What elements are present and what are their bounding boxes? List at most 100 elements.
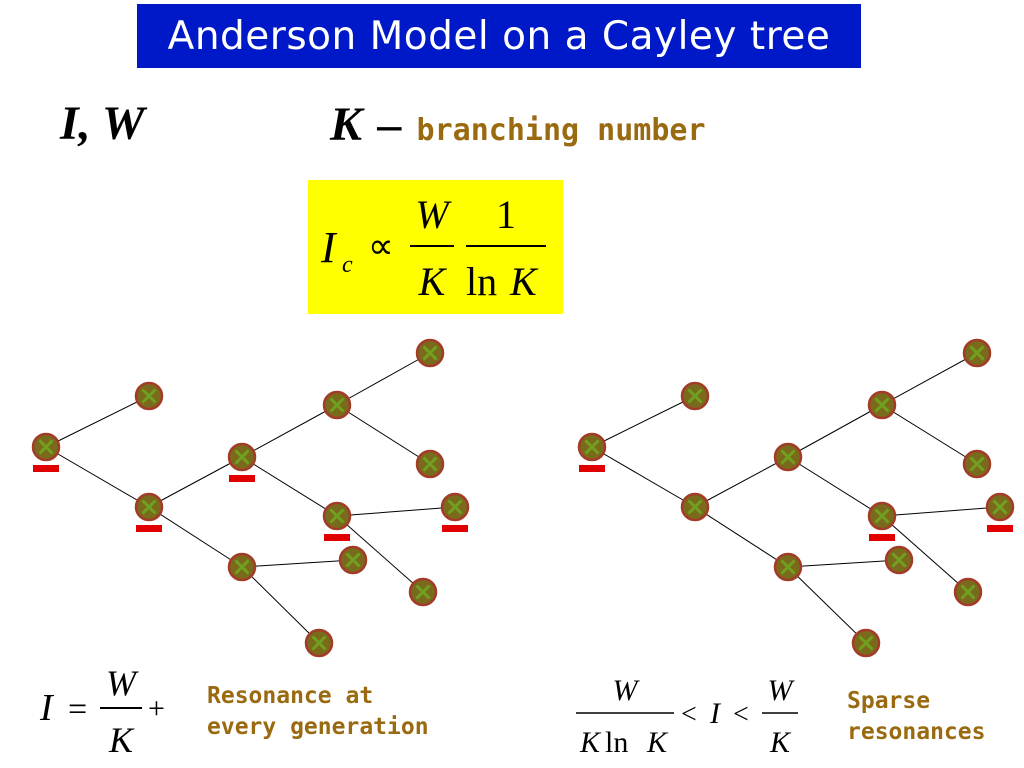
formula-frac1-numerator: W [415, 192, 452, 237]
right-formula-numerator-1: W [613, 674, 641, 707]
tree-edge [591, 446, 696, 508]
crossed-circle-icon [773, 552, 803, 582]
crossed-circle-icon [322, 390, 352, 420]
tree-edge [45, 395, 150, 448]
crossed-circle-icon [134, 492, 164, 522]
tree-edge [881, 515, 969, 593]
tree-edge [881, 404, 978, 465]
resonance-mark [229, 475, 255, 482]
crossed-circle-icon [322, 501, 352, 531]
k-symbol: K [330, 98, 363, 151]
right-formula-less-than-2: < [733, 699, 749, 730]
right-caption-line-1: Sparse [847, 688, 931, 714]
right-formula-denominator-k: K [579, 726, 602, 759]
right-formula-middle: I [709, 697, 722, 730]
slide-title: Anderson Model on a Cayley tree [167, 13, 831, 59]
resonance-mark [136, 525, 162, 532]
tree-edge [241, 559, 354, 568]
crossed-circle-icon [304, 628, 334, 658]
formula-lhs: I [320, 223, 338, 272]
tree-edge [787, 559, 900, 568]
left-tree-edges [45, 352, 456, 644]
tree-edge [336, 506, 456, 517]
crossed-circle-icon [227, 552, 257, 582]
tree-edge [148, 456, 243, 508]
tree-edge [241, 404, 338, 458]
tree-edge [336, 515, 424, 593]
resonance-mark [869, 534, 895, 541]
critical-coupling-formula: I c ∝ W K 1 ln K [320, 192, 546, 304]
left-resonance-marks [33, 465, 468, 541]
right-caption-line-2: resonances [847, 719, 986, 745]
tree-edge [787, 566, 867, 644]
tree-edge [148, 506, 243, 568]
tree-edge [591, 395, 696, 448]
formula-frac2-numerator: 1 [496, 192, 516, 237]
right-formula-numerator-2: W [768, 674, 796, 707]
right-resonance-marks [579, 465, 1013, 541]
crossed-circle-icon [577, 432, 607, 462]
left-formula-plus: + [148, 692, 165, 725]
crossed-circle-icon [338, 545, 368, 575]
right-formula: W K ln K < I < W K [576, 674, 798, 759]
crossed-circle-icon [680, 381, 710, 411]
tree-edge [694, 506, 789, 568]
tree-nodes [31, 338, 1015, 658]
formula-frac2-k: K [509, 259, 539, 304]
right-formula-denominator-2: K [769, 726, 792, 759]
crossed-circle-icon [962, 449, 992, 479]
crossed-circle-icon [415, 338, 445, 368]
tree-edge [336, 352, 431, 406]
crossed-circle-icon [440, 492, 470, 522]
left-caption-line-2: every generation [207, 714, 429, 740]
tree-edge [787, 456, 883, 517]
left-formula-equals: = [68, 691, 87, 728]
crossed-circle-icon [884, 545, 914, 575]
tree-edge [881, 352, 978, 406]
left-formula-numerator: W [106, 663, 139, 703]
k-dash: – [377, 98, 402, 151]
left-caption: Resonance at every generation [207, 681, 429, 743]
resonance-mark [442, 525, 468, 532]
crossed-circle-icon [415, 449, 445, 479]
crossed-circle-icon [31, 432, 61, 462]
tree-edge [241, 566, 320, 644]
right-formula-less-than-1: < [681, 699, 697, 730]
right-formula-denominator-ln: ln [605, 726, 628, 759]
crossed-circle-icon [867, 390, 897, 420]
tree-edge [45, 446, 150, 508]
tree-edge [336, 404, 431, 465]
resonance-mark [33, 465, 59, 472]
crossed-circle-icon [680, 492, 710, 522]
tree-edge [694, 456, 789, 508]
crossed-circle-icon [773, 442, 803, 472]
resonance-mark [987, 525, 1013, 532]
formula-lhs-subscript: c [342, 252, 353, 278]
crossed-circle-icon [985, 492, 1015, 522]
left-formula-denominator: K [108, 720, 135, 760]
tree-edge [241, 456, 338, 517]
parameters-label: I, W [60, 97, 145, 150]
formula-frac2-ln: ln [466, 259, 497, 304]
formula-frac1-denominator: K [418, 259, 448, 304]
right-formula-denominator-k2: K [646, 726, 669, 759]
crossed-circle-icon [867, 501, 897, 531]
k-description: branching number [416, 113, 706, 148]
crossed-circle-icon [962, 338, 992, 368]
crossed-circle-icon [408, 577, 438, 607]
branching-number-definition: K – branching number [330, 96, 706, 152]
left-caption-line-1: Resonance at [207, 683, 374, 709]
crossed-circle-icon [953, 577, 983, 607]
crossed-circle-icon [227, 442, 257, 472]
formula-proportional: ∝ [368, 226, 394, 266]
left-formula: I = W K + [39, 663, 165, 760]
tree-edge [787, 404, 883, 458]
resonance-mark [579, 465, 605, 472]
crossed-circle-icon [134, 381, 164, 411]
right-tree-edges [591, 352, 1001, 644]
left-formula-lhs: I [39, 687, 55, 729]
title-banner: Anderson Model on a Cayley tree [137, 4, 861, 68]
tree-edge [881, 506, 1001, 517]
